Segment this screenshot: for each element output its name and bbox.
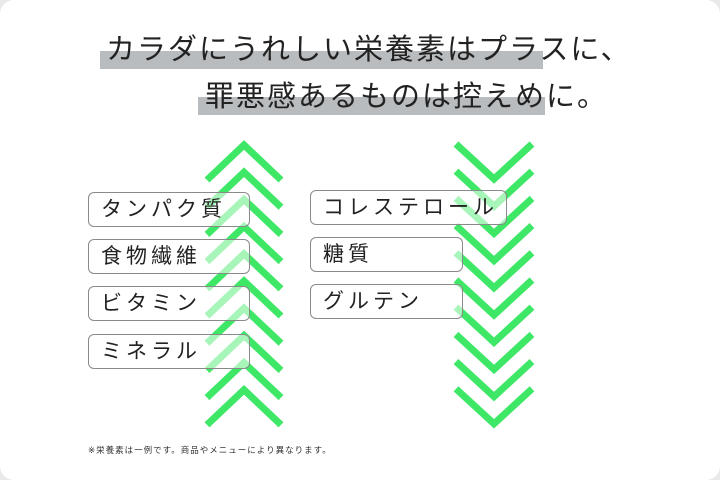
minus-item-gluten: グルテン (310, 284, 463, 319)
chevron-down-icon (453, 304, 535, 347)
chevron-up-icon (204, 384, 284, 428)
footnote: ※栄養素は一例です。商品やメニューにより異なります。 (88, 446, 332, 456)
plus-item-fiber: 食物繊維 (88, 239, 250, 274)
chevron-down-icon (453, 386, 535, 429)
highlight-bar-2 (198, 97, 545, 115)
chevron-down-icon (453, 223, 535, 266)
plus-item-mineral: ミネラル (88, 334, 250, 369)
chevron-up-icon (204, 140, 284, 183)
minus-item-cholesterol: コレステロール (310, 190, 507, 225)
highlight-bar-1 (100, 51, 543, 69)
headline-line-2: 罪悪感あるものは控えめに。 (205, 79, 609, 113)
plus-item-protein: タンパク質 (88, 192, 250, 227)
chevron-down-icon (453, 277, 535, 320)
chevron-down-icon (453, 359, 535, 402)
minus-item-sugar: 糖質 (310, 237, 463, 272)
headline-line-1: カラダにうれしい栄養素はプラスに、 (106, 32, 632, 66)
chevron-down-icon (453, 331, 535, 375)
chevron-down-icon (453, 141, 535, 184)
plus-item-vitamin: ビタミン (88, 286, 250, 321)
chevron-down-icon (453, 250, 535, 293)
